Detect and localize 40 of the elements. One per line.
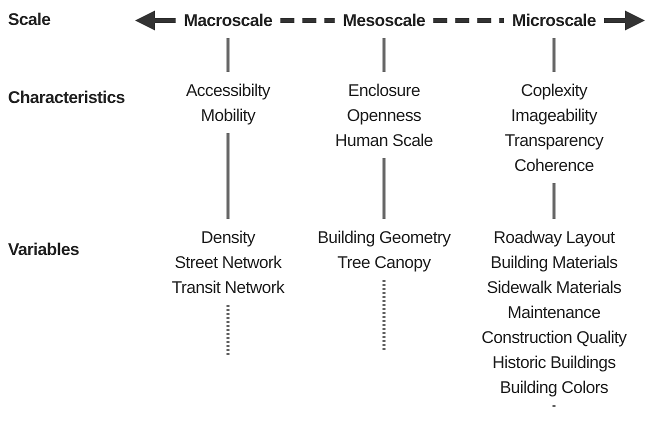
dotted-line: [226, 305, 230, 356]
variable-text: Roadway Layout: [493, 227, 615, 249]
variable-text: Density: [201, 227, 255, 249]
variable-text: Building Colors: [500, 377, 608, 399]
characteristic-text: Enclosure: [348, 80, 420, 102]
connector-line: [552, 38, 556, 72]
connector-line: [226, 38, 230, 72]
characteristic-text: Coherence: [514, 155, 594, 177]
connector-line: [382, 38, 386, 72]
variable-text: Street Network: [174, 252, 282, 274]
scale-name: Microscale: [512, 10, 596, 32]
characteristic-text: Transparency: [504, 130, 604, 152]
row-label: Variables: [8, 240, 80, 260]
variable-text: Historic Buildings: [492, 352, 616, 374]
connector-line: [226, 133, 230, 219]
characteristic-text: Imageability: [511, 105, 597, 127]
row-label: Scale: [8, 10, 50, 30]
characteristic-text: Coplexity: [520, 80, 588, 102]
characteristic-text: Mobility: [200, 105, 256, 127]
characteristic-text: Human Scale: [335, 130, 433, 152]
variable-text: Maintenance: [508, 302, 600, 324]
variable-text: Construction Quality: [481, 327, 627, 349]
variable-text: Building Materials: [490, 252, 618, 274]
arrow: [135, 10, 176, 30]
connector-line: [552, 183, 556, 219]
dashed-line: [433, 18, 504, 23]
connector-line: [382, 158, 386, 219]
arrow: [604, 10, 645, 30]
variable-text: Tree Canopy: [337, 252, 431, 274]
row-label: Characteristics: [8, 88, 125, 108]
characteristic-text: Openness: [346, 105, 422, 127]
dotted-line: [382, 280, 386, 351]
scale-name: Macroscale: [184, 10, 272, 32]
dotted-line: [552, 405, 556, 409]
dashed-line: [280, 18, 335, 23]
variable-text: Sidewalk Materials: [486, 277, 622, 299]
scale-name: Mesoscale: [342, 10, 426, 32]
characteristic-text: Accessibilty: [186, 80, 270, 102]
variable-text: Building Geometry: [317, 227, 451, 249]
variable-text: Transit Network: [172, 277, 284, 299]
